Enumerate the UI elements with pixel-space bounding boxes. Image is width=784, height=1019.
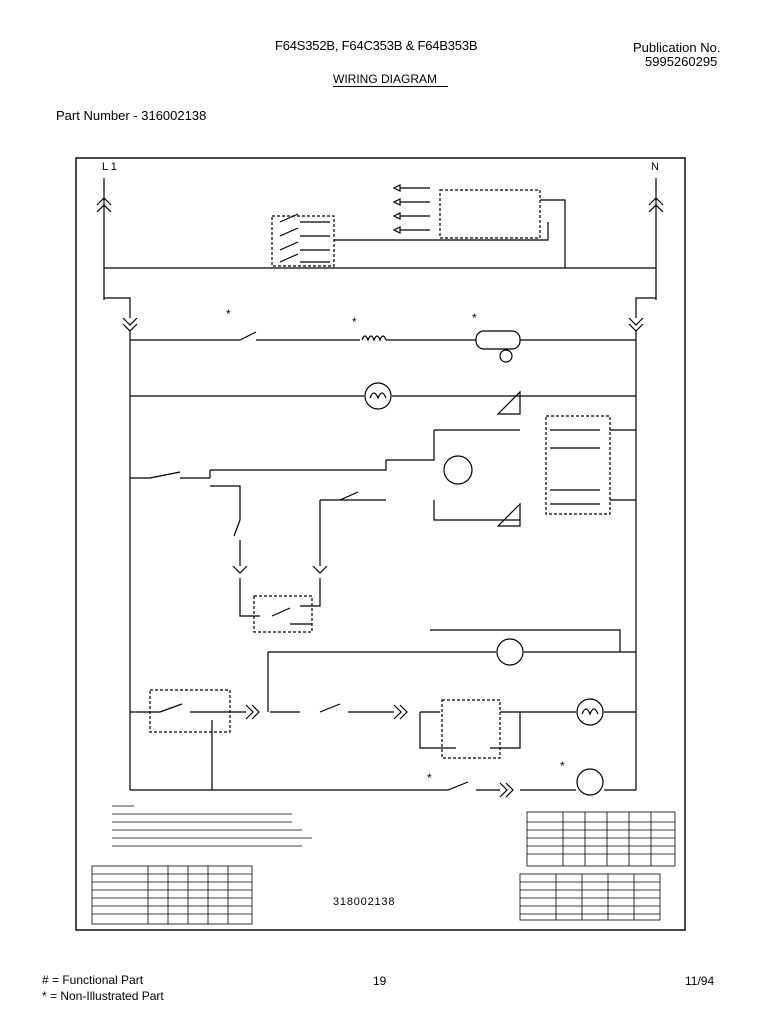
notes-block <box>112 805 312 847</box>
lock-motor-circuit <box>130 689 636 759</box>
functional-part-legend: # = Functional Part <box>42 973 144 987</box>
model-numbers: F64S352B, F64C353B & F64B353B <box>275 38 478 53</box>
thermostat-contacts-table <box>519 873 661 921</box>
part-number: Part Number - 316002138 <box>56 108 207 123</box>
n-label: N <box>651 161 659 173</box>
oven-control-circuit <box>130 390 636 566</box>
page-number: 19 <box>373 974 387 988</box>
star-marker: * <box>560 759 565 773</box>
publication-number: 5995260295 <box>645 54 718 69</box>
non-illustrated-legend: * = Non-Illustrated Part <box>42 989 164 1003</box>
igniter-switches <box>271 213 549 267</box>
page-title: WIRING DIAGRAM <box>333 72 437 86</box>
lock-indicator <box>267 629 636 712</box>
spark-module <box>392 184 566 268</box>
diagram-border <box>75 157 686 931</box>
publication-label: Publication No. <box>633 40 721 55</box>
oven-lamp-circuit <box>130 720 636 798</box>
star-marker: * <box>472 311 477 325</box>
star-marker: * <box>352 315 357 329</box>
revision-date: 11/94 <box>685 974 715 988</box>
lock-switch-a <box>232 565 328 633</box>
title-underline <box>333 86 448 87</box>
fluorescent-circuit <box>130 330 636 363</box>
l1-label: L 1 <box>102 161 117 173</box>
drawing-number: 318002138 <box>333 896 395 908</box>
star-marker: * <box>226 307 231 321</box>
lock-contacts-table <box>526 811 676 867</box>
power-rails <box>96 178 664 790</box>
clock-motor <box>130 382 636 410</box>
star-marker: * <box>427 771 432 785</box>
selector-contacts-table <box>91 865 253 925</box>
